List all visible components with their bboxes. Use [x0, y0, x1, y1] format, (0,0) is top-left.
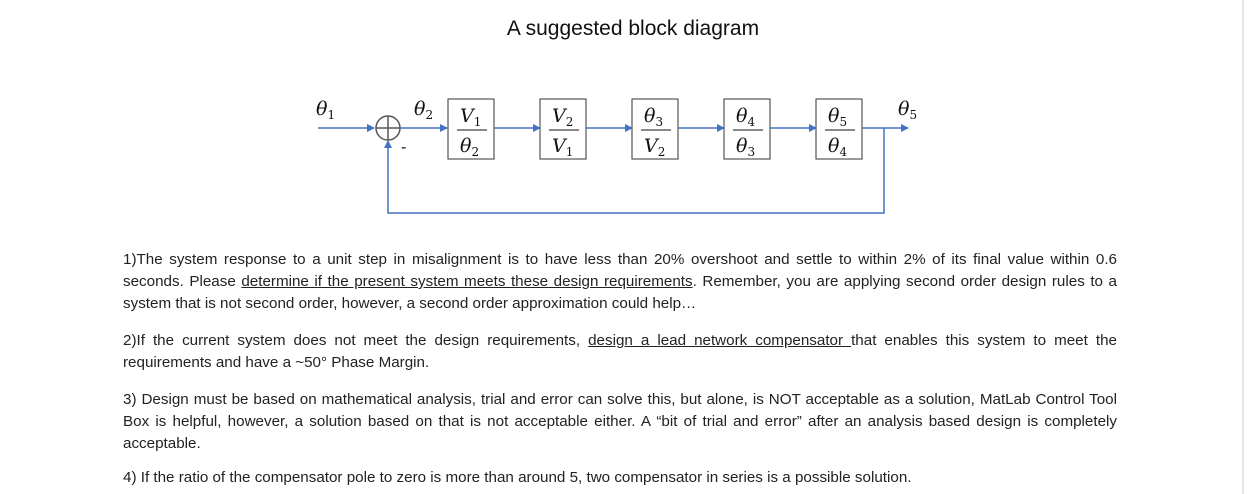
block-2-numerator: V2: [552, 105, 573, 129]
p2-text-start: 2)If the current system does not meet th…: [123, 332, 589, 349]
requirement-paragraph-1: 1)The system response to a unit step in …: [123, 249, 1117, 315]
transfer-block-2: V2 V1: [539, 98, 587, 160]
input-label: θ1: [316, 98, 335, 122]
block-3-numerator: θ3: [644, 105, 663, 129]
p2-underlined-task: design a lead network compensator: [588, 332, 852, 349]
block-3-denominator: V2: [644, 135, 665, 159]
block-5-numerator: θ5: [828, 105, 847, 129]
error-label: θ2: [414, 98, 433, 122]
feedback-path: [384, 128, 885, 214]
p2-text-end: that enables this system to meet the req…: [123, 332, 1117, 371]
summing-junction: [375, 115, 401, 141]
transfer-block-4: θ4 θ3: [723, 98, 771, 160]
p1-text-end: . Remember, you are applying second orde…: [123, 273, 1117, 312]
block-1-numerator: V1: [460, 105, 481, 129]
page-title: A suggested block diagram: [506, 17, 760, 40]
p1-text-start: 1)The system response to a unit step in …: [123, 251, 1117, 290]
block-diagram: - θ1 θ2 θ5 V1 θ2 V2 V1 θ3 V2 θ4 θ3 θ5: [316, 98, 917, 214]
requirement-paragraph-3: 3) Design must be based on mathematical …: [123, 391, 1117, 452]
page-edge-divider: [1242, 0, 1244, 494]
transfer-block-3: θ3 V2: [631, 98, 679, 160]
feedback-minus-sign: -: [401, 139, 406, 156]
requirement-paragraph-2: 2)If the current system does not meet th…: [123, 330, 1117, 374]
requirement-paragraph-4: 4) If the ratio of the compensator pole …: [123, 469, 912, 486]
block-5-denominator: θ4: [828, 135, 847, 159]
output-label: θ5: [898, 98, 917, 122]
transfer-block-1: V1 θ2: [447, 98, 495, 160]
block-4-numerator: θ4: [736, 105, 755, 129]
block-1-denominator: θ2: [460, 135, 479, 159]
block-2-denominator: V1: [552, 135, 573, 159]
p1-underlined-task: determine if the present system meets th…: [241, 273, 693, 290]
block-4-denominator: θ3: [736, 135, 755, 159]
transfer-block-5: θ5 θ4: [815, 98, 863, 160]
